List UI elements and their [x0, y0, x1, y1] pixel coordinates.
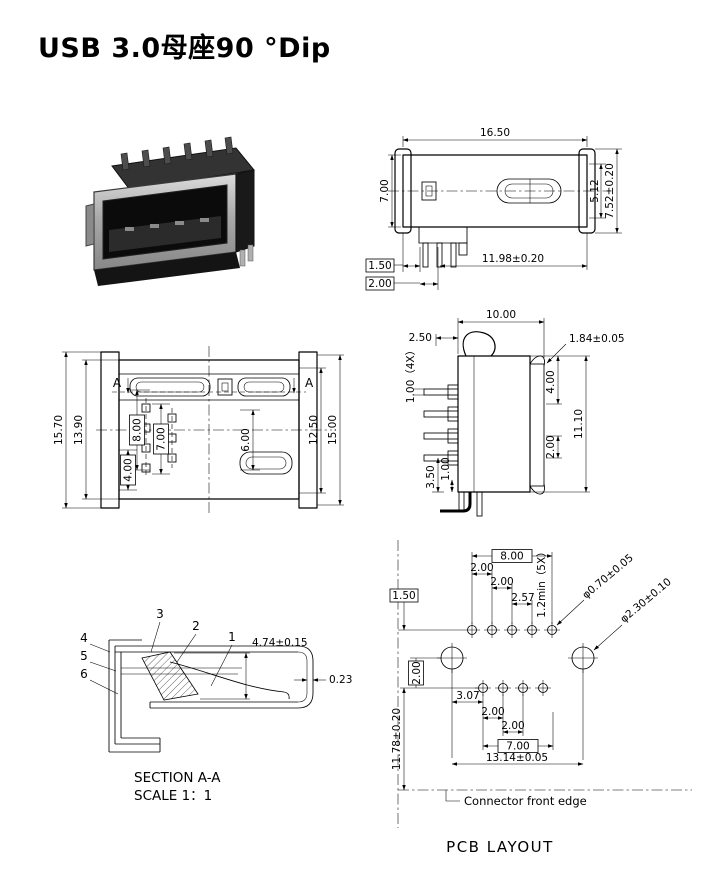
- photo-pins: [120, 136, 234, 171]
- dim-pcb-mount-span: 13.14±0.05: [486, 752, 548, 764]
- side-view: 10.00 2.50 1.84±0.05 1.00（4X） 4.00 11.10…: [405, 309, 625, 517]
- section-view-outline: [108, 639, 314, 753]
- callout-6: 6: [80, 667, 88, 681]
- front-view-dimensions: 13.90 15.70 8.00 7.00 4.00 6.00: [53, 351, 344, 509]
- dim-pcb-pitch-a: 2.00: [470, 562, 493, 574]
- pcb-mounting-holes: [437, 643, 598, 673]
- dim-pcb-row-span: 8.00: [500, 551, 523, 563]
- dim-side-pin-width: 1.00（4X）: [405, 345, 417, 403]
- section-marker-a-right: A: [305, 376, 314, 390]
- section-caption: SECTION A-A: [134, 770, 221, 786]
- photo-leg: [247, 244, 254, 262]
- pcb-layout: 8.00 2.00 2.00 2.57 1.2min（5X） 1.50 2.00…: [389, 540, 692, 856]
- callout-1: 1: [228, 630, 236, 644]
- dim-side-4: 4.00: [545, 370, 557, 393]
- dim-top-pin-span: 11.98±0.20: [482, 253, 544, 265]
- dim-top-height: 7.00: [379, 179, 391, 202]
- dim-side-width: 10.00: [486, 309, 516, 321]
- dim-section-tongue: 4.74±0.15: [252, 637, 308, 649]
- dim-side-2: 2.00: [545, 435, 557, 458]
- dim-pcb-pitch-c: 2.00: [481, 706, 504, 718]
- dim-pcb-small-hole: φ0.70±0.05: [580, 552, 636, 601]
- pcb-dimensions: 8.00 2.00 2.00 2.57 1.2min（5X） 1.50 2.00…: [389, 546, 674, 791]
- dim-front-total-height: 15.70: [53, 415, 65, 445]
- dim-top-pin-offset: 1.50: [368, 260, 391, 272]
- page-title: USB 3.0母座90 °Dip: [38, 33, 331, 64]
- dim-pcb-depth: 11.78±0.20: [391, 708, 403, 770]
- dim-front-7: 7.00: [156, 427, 168, 450]
- dim-pcb-pitch-d: 2.00: [501, 720, 524, 732]
- front-view: A A 13.90 15.70 8.00 7.00: [53, 346, 344, 514]
- photo-left-tab: [85, 203, 95, 247]
- dim-side-lip: 1.84±0.05: [569, 333, 625, 345]
- dim-pcb-3-07: 3.07: [456, 690, 479, 702]
- dim-pcb-2-57: 2.57: [511, 592, 534, 604]
- pcb-caption: PCB LAYOUT: [446, 838, 554, 856]
- tongue-section: [141, 651, 199, 701]
- callout-2: 2: [192, 619, 200, 633]
- front-view-outline: [96, 346, 332, 514]
- front-view-section-markers: A A: [113, 376, 314, 394]
- callout-3: 3: [156, 607, 164, 621]
- photo-tongue: [109, 216, 221, 252]
- top-view-dimensions: 16.50 7.00 5.12 7.52±0.20 1.50 2.00: [365, 127, 622, 291]
- photo-bottom-lip: [94, 252, 240, 286]
- connector-photo: [85, 136, 255, 286]
- section-view: 3 2 1 4 5 6 4.74±0.15 0.23: [80, 607, 352, 804]
- dim-pcb-1-5: 1.50: [392, 590, 415, 602]
- dim-side-3-5: 3.50: [425, 465, 437, 488]
- dim-top-outer-height: 7.52±0.20: [604, 163, 616, 219]
- dim-top-width: 16.50: [480, 127, 510, 139]
- dim-side-height: 11.10: [573, 409, 585, 439]
- pcb-holes-top-row: [464, 622, 560, 638]
- dim-front-body-height: 13.90: [73, 415, 85, 445]
- dim-side-1: 1.00: [440, 457, 452, 480]
- front-edge-leader: [445, 790, 460, 802]
- section-view-callouts: 3 2 1 4 5 6: [80, 607, 236, 695]
- callout-4: 4: [80, 631, 88, 645]
- dim-section-thickness: 0.23: [329, 674, 352, 686]
- section-scale: SCALE 1：1: [134, 788, 212, 804]
- photo-leg: [239, 249, 246, 267]
- top-view-outline: [388, 148, 608, 268]
- dim-front-15: 15.00: [327, 415, 339, 445]
- dim-front-12-5: 12.50: [308, 415, 320, 445]
- pcb-holes-bottom-row: [475, 680, 551, 696]
- callout-5: 5: [80, 649, 88, 663]
- dim-pcb-bottom-span: 7.00: [506, 741, 529, 753]
- dim-pcb-big-hole: φ2.30±0.10: [618, 576, 674, 625]
- section-view-dimensions: 4.74±0.15 0.23: [174, 637, 352, 700]
- dim-front-4: 4.00: [123, 458, 135, 481]
- dim-front-8: 8.00: [132, 418, 144, 441]
- photo-side-face: [235, 169, 255, 253]
- side-view-dimensions: 10.00 2.50 1.84±0.05 1.00（4X） 4.00 11.10…: [405, 309, 625, 493]
- dim-top-inner-height: 5.12: [589, 179, 601, 202]
- dim-pcb-clearance: 1.2min（5X）: [536, 546, 548, 617]
- front-edge-label: Connector front edge: [464, 794, 587, 808]
- dim-side-2-5: 2.50: [409, 332, 432, 344]
- dim-pcb-pitch-b: 2.00: [490, 576, 513, 588]
- section-marker-a-left: A: [113, 376, 122, 390]
- side-view-outline: [423, 331, 545, 517]
- dim-top-pin-pitch: 2.00: [368, 278, 391, 290]
- photo-contacts: [125, 218, 209, 231]
- dim-pcb-row-gap: 2.00: [411, 661, 423, 684]
- top-view: 16.50 7.00 5.12 7.52±0.20 1.50 2.00: [365, 127, 622, 291]
- dim-front-6: 6.00: [240, 428, 252, 451]
